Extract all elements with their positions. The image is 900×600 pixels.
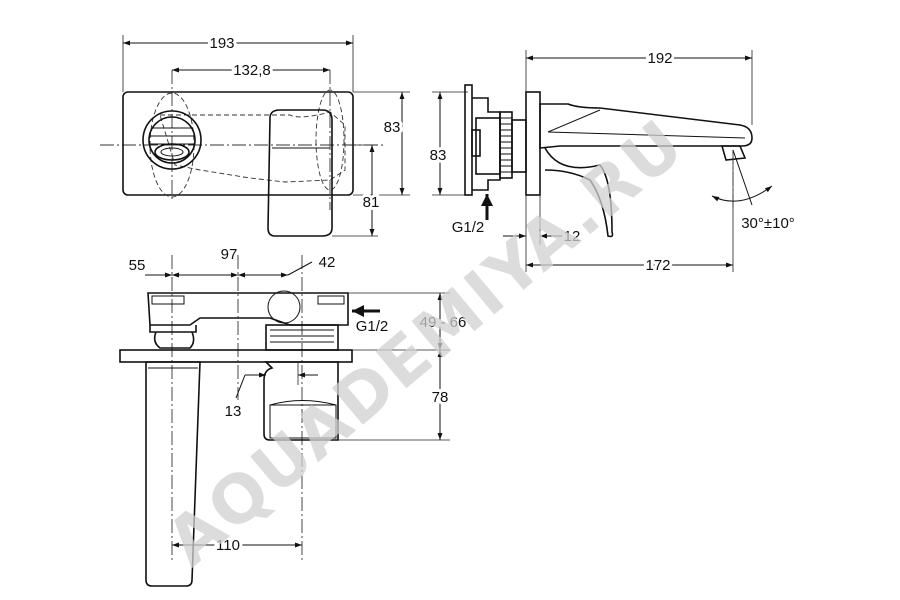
- cartridge: [511, 119, 527, 173]
- spout-side: [539, 103, 753, 149]
- label-connection: G1/2: [356, 318, 389, 335]
- box-flange: [464, 84, 473, 196]
- spout-edge: [547, 109, 746, 139]
- dim-spout-angle: 30°±10°: [741, 215, 795, 232]
- dim-diameter: 42: [319, 254, 336, 271]
- lever-plan: [263, 361, 339, 441]
- top-view: 193 132,8 83 81: [100, 32, 410, 237]
- side-view: 83 G1/2 192 12 172: [427, 47, 795, 277]
- lever-side: [544, 147, 614, 238]
- spout-outlet: [142, 110, 202, 170]
- port: [151, 295, 185, 305]
- front-plate-side: [525, 91, 541, 196]
- dim-total-length: 192: [647, 50, 672, 67]
- dim-height-lever: 81: [363, 194, 380, 211]
- label-connection: G1/2: [452, 219, 485, 236]
- watermark: AQUADEMIYA.RU: [152, 105, 699, 581]
- concealed-body-plan: [147, 292, 349, 326]
- dim-lever-height: 78: [432, 389, 449, 406]
- connection-nut: [471, 129, 481, 157]
- spout-outlet: [148, 116, 196, 164]
- cartridge: [499, 111, 513, 179]
- dim-install-depth: 49 - 66: [420, 314, 467, 331]
- aerator: [160, 147, 184, 157]
- dim-gap: 13: [225, 403, 242, 420]
- dim-plate-height: 83: [430, 147, 447, 164]
- aerator-side: [720, 145, 747, 161]
- port: [317, 295, 345, 305]
- thread: [500, 117, 512, 173]
- dim-height-total: 83: [384, 119, 401, 136]
- bottom-view: 55 97 42 G1/2 49 - 66 78 13 110: [119, 246, 469, 587]
- dim-offset-left: 55: [129, 257, 146, 274]
- leader-line: [287, 261, 313, 276]
- dim-width-inner: 132,8: [233, 62, 271, 79]
- dim-plate-depth: 12: [564, 228, 581, 245]
- wall-plate: [122, 91, 354, 196]
- lever-handle: [267, 109, 333, 237]
- lever-grip: [269, 404, 337, 439]
- hidden-outline: [315, 89, 345, 191]
- dim-spacing: 97: [221, 246, 238, 263]
- cartridge-plan: [267, 290, 301, 324]
- dim-spout-length: 172: [645, 257, 670, 274]
- dim-width-total: 193: [209, 35, 234, 52]
- lever-grip-edge: [269, 400, 337, 406]
- wall-plate-plan: [119, 349, 353, 363]
- angle-arc: [711, 185, 773, 202]
- thread: [270, 329, 334, 343]
- leader-line: [235, 374, 246, 399]
- dim-spout-length-plan: 110: [216, 537, 240, 554]
- aerator: [154, 143, 190, 161]
- outlet-nut: [149, 325, 197, 349]
- spout-plan: [145, 361, 201, 587]
